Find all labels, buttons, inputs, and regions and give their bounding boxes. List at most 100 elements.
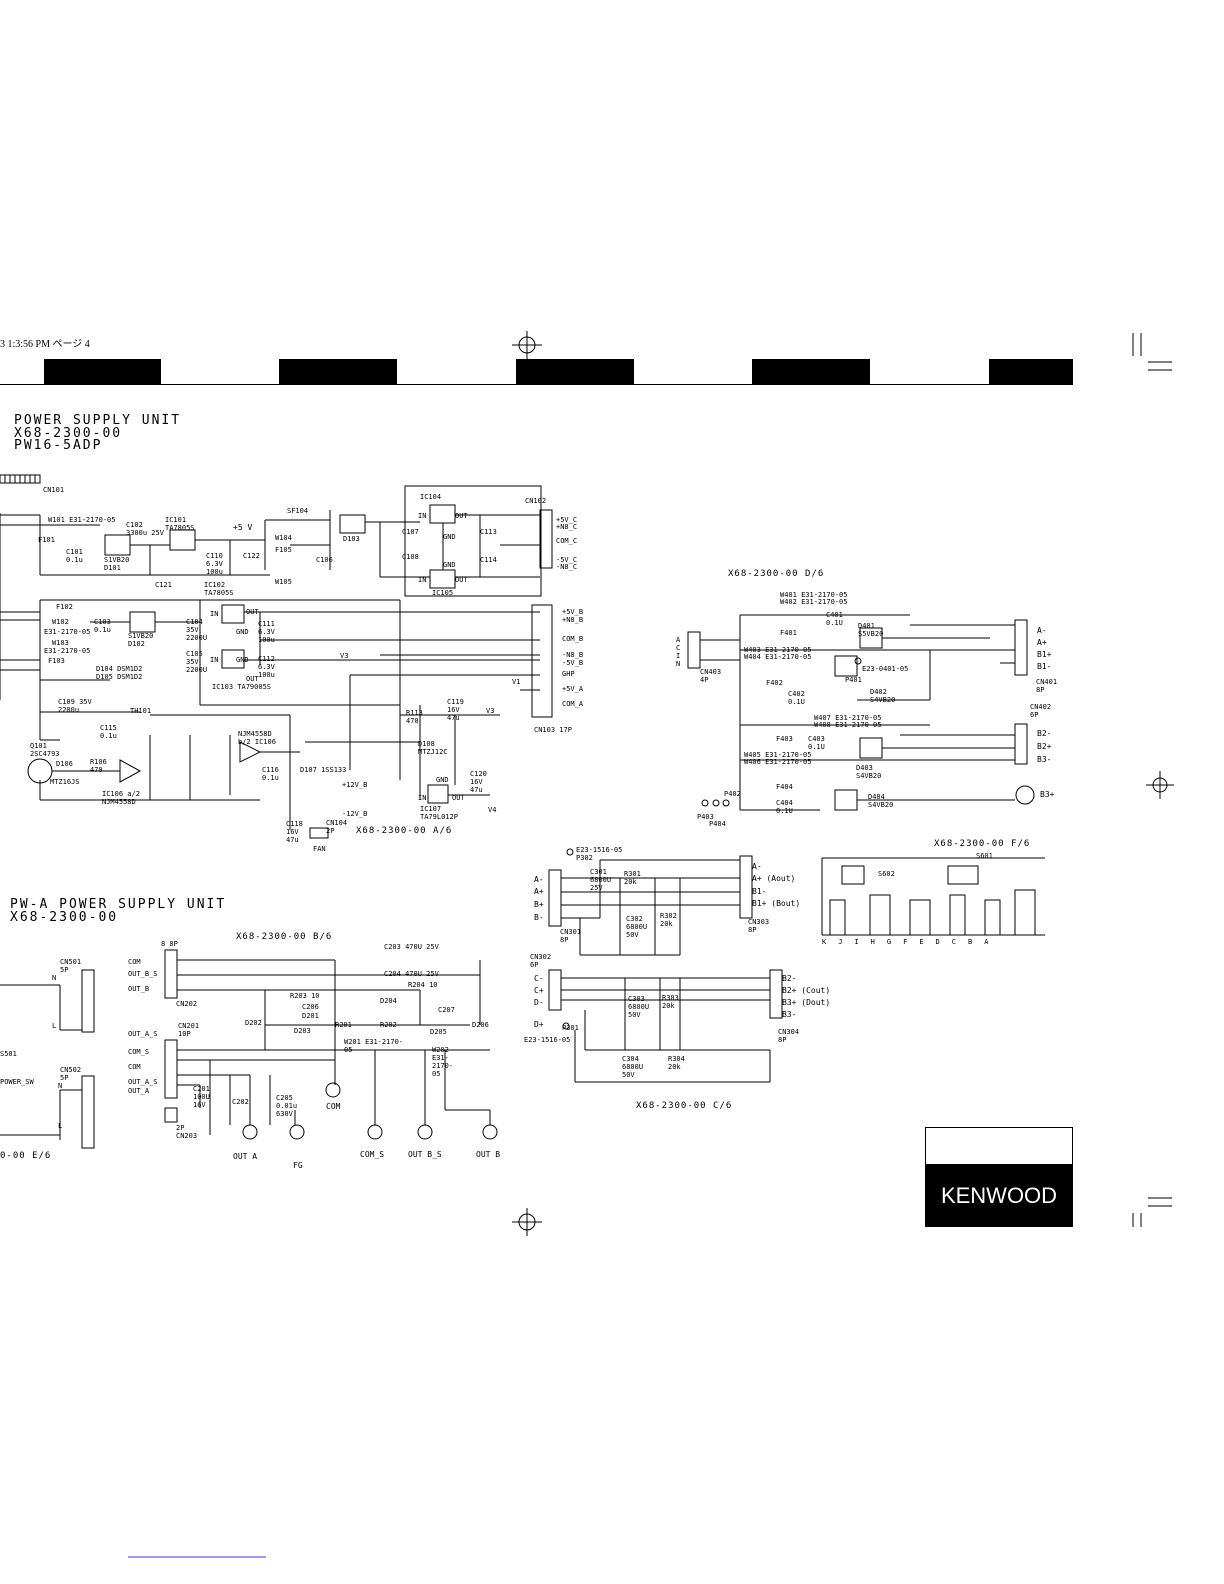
cn502-label: CN502 5P (60, 1066, 82, 1082)
cn501-label: CN501 5P (60, 958, 82, 974)
s501-label: S501 (0, 1050, 17, 1058)
c302-label: C302 6800U 50V (626, 915, 648, 939)
d204-label: D204 (380, 997, 397, 1005)
d108-label: D108 MTZJ12C (418, 740, 448, 756)
c204-label: C204 470U 25V (384, 970, 439, 978)
pn8-b-label: +N8_B (562, 616, 584, 624)
d101-label: S1VB20 D101 (104, 556, 130, 572)
cn201-label: CN201 10P (178, 1022, 200, 1038)
ghp-label: GHP (562, 670, 575, 678)
r201-label: R201 (335, 1021, 352, 1029)
r301-label: R301 20k (624, 870, 641, 886)
c-out-b3-plus-label: B3+ (Dout) (782, 998, 831, 1007)
p301-label: P301 (562, 1024, 579, 1032)
cn201-out-a-s-label: OUT_A_S (128, 1030, 158, 1038)
c402-label: C402 0.1U (788, 690, 805, 706)
c118-label: C118 16V 47u (286, 820, 303, 844)
w406-label: W406 E31-2170-05 (744, 758, 812, 766)
f-pin-j: J (838, 938, 843, 946)
cn102-label: CN102 (525, 497, 547, 505)
cn502-n-label: N (58, 1082, 63, 1090)
ic107-out-label: OUT (452, 794, 465, 802)
ic107-label: IC107 TA79L012P (420, 805, 458, 821)
ic105-out-label: OUT (455, 576, 468, 584)
d-b2-minus-label: B2- (1037, 729, 1052, 738)
d404-label: D404 S4VB20 (868, 793, 894, 809)
ic105-gnd-label: GND (443, 561, 456, 569)
c207-label: C207 (438, 1006, 455, 1014)
v3-label: V3 (340, 652, 349, 660)
r202-label: R202 (380, 1021, 397, 1029)
print-timestamp: 3 1:3:56 PM ページ 4 (0, 339, 90, 350)
d103-label: D103 (343, 535, 360, 543)
d102-label: S1VB20 D102 (128, 632, 154, 648)
f-pin-d: D (935, 938, 940, 946)
d206-label: D206 (472, 1021, 489, 1029)
m5v-c-label: -5V_C (556, 556, 578, 564)
d402-label: D402 S4VB20 (870, 688, 896, 704)
f-pin-e: E (919, 938, 924, 946)
c-in-a-minus-label: A- (534, 875, 544, 884)
d107-label: D107 1SS133 (300, 766, 347, 774)
w201-label: W201 E31-2170-05 (344, 1038, 404, 1054)
board-label-f: X68-2300-00 F/6 (934, 839, 1031, 849)
d-a-plus-label: A+ (1037, 638, 1047, 647)
w401-label: W401 E31-2170-05 (780, 591, 848, 599)
d403-label: D403 S4VB20 (856, 764, 882, 780)
c205-label: C205 0.01u 630V (276, 1094, 298, 1118)
cn202-out-b-s-label: OUT_B_S (128, 970, 158, 978)
cn302-label: CN302 6P (530, 953, 552, 969)
v4-label: V4 (488, 806, 497, 814)
c115-label: C115 0.1u (100, 724, 117, 740)
terminal-out-b-s-label: OUT B_S (408, 1150, 442, 1159)
p404-label: P404 (709, 820, 726, 828)
sf104-label: SF104 (287, 507, 309, 515)
ic-a-in-label: IN (210, 610, 219, 618)
f102-label: F102 (56, 603, 73, 611)
registration-bar-2 (279, 359, 397, 385)
c104-label: C104 35V 2200U (186, 618, 208, 642)
c301-label: C301 6800U 25V (590, 868, 612, 892)
c-in-b-minus-label: B- (534, 913, 544, 922)
f105-label: F105 (275, 546, 292, 554)
c112-label: C112 6.3V 100u (258, 655, 275, 679)
d-b1-minus-label: B1- (1037, 662, 1052, 671)
d202-label: D202 (245, 1019, 262, 1027)
cn403-label: CN403 4P (700, 668, 722, 684)
d105-label: D105 DSM1D2 (96, 673, 143, 681)
f-pin-h: H (870, 938, 875, 946)
c101-label: C101 0.1u (66, 548, 83, 564)
d-b2-plus-label: B2+ (1037, 742, 1052, 751)
board-label-a: X68-2300-00 A/6 (356, 826, 453, 836)
c102-label: C102 3300u 25V (126, 521, 164, 537)
c105-label: C105 35V 2200U (186, 650, 208, 674)
r304-label: R304 20k (668, 1055, 685, 1071)
e23-0401-label: E23-0401-05 (862, 665, 909, 673)
w202-label: W202 E31-2170-05 (432, 1046, 454, 1078)
cn303-label: CN303 8P (748, 918, 770, 934)
ic105-in-label: IN (418, 576, 427, 584)
c-in-b-plus-label: B+ (534, 900, 544, 909)
d106-label: D106 (56, 760, 73, 768)
f-pin-i: I (854, 938, 859, 946)
f-pin-b: B (967, 938, 973, 946)
c206-label: C206 (302, 1003, 319, 1011)
brand-logo: KENWOOD (925, 1164, 1073, 1227)
f402-label: F402 (766, 679, 783, 687)
ic104-out-label: OUT (455, 512, 468, 520)
registration-bar-5 (989, 359, 1073, 385)
c-in-d-minus-label: D- (534, 998, 544, 1007)
registration-bar-4 (752, 359, 870, 385)
section-a-part: X68-2300-00 (14, 426, 123, 441)
c107-label: C107 (402, 528, 419, 536)
r203-label: R203 10 (290, 992, 320, 1000)
cn201-com-label: COM (128, 1063, 141, 1071)
p5v-b-label: +5V_B (562, 608, 584, 616)
d205-label: D205 (430, 1028, 447, 1036)
th101-label: TH101 (130, 707, 152, 715)
d-b3-plus-label: B3+ (1040, 790, 1055, 799)
c103-label: C103 0.1u (94, 618, 111, 634)
section-a-title: POWER SUPPLY UNIT (14, 413, 182, 428)
c116-label: C116 0.1u (262, 766, 279, 782)
